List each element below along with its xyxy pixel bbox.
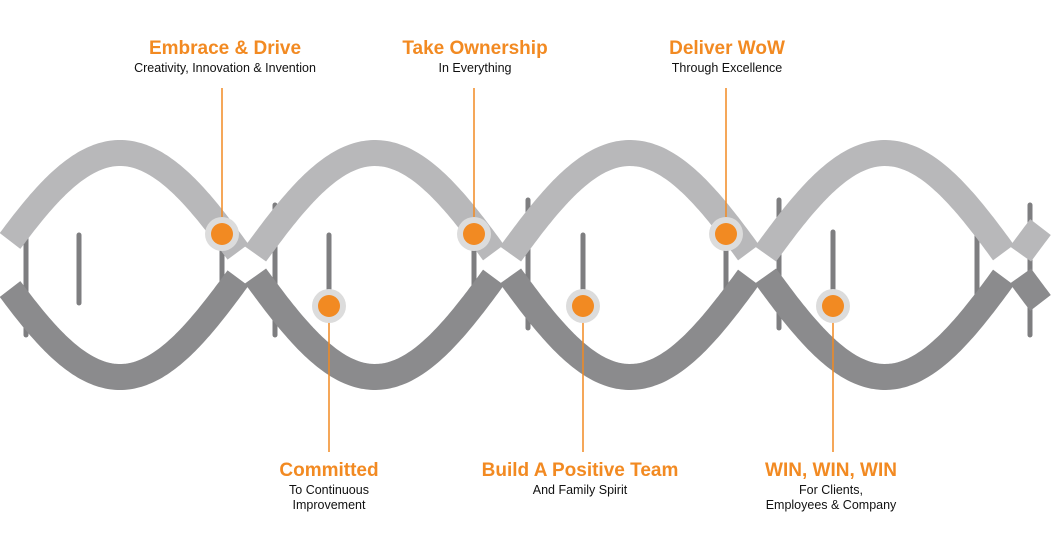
value-deliver-wow: Deliver WoW Through Excellence	[597, 38, 857, 76]
helix-strand-a	[0, 140, 249, 260]
value-title: Embrace & Drive	[148, 38, 302, 59]
helix-strand-b	[499, 268, 759, 390]
helix-strand-b	[244, 140, 504, 262]
helix-strand-a	[244, 268, 504, 390]
value-title: Committed	[279, 460, 379, 481]
value-subtitle: For Clients, Employees & Company	[765, 483, 897, 512]
helix-strand-a	[1009, 219, 1051, 262]
marker-dot	[715, 223, 737, 245]
value-title: WIN, WIN, WIN	[765, 460, 897, 481]
marker-dot	[822, 295, 844, 317]
value-subtitle: And Family Spirit	[532, 483, 628, 497]
value-subtitle: Creativity, Innovation & Invention	[134, 61, 316, 75]
value-title: Deliver WoW	[669, 38, 785, 59]
value-embrace-drive: Embrace & Drive Creativity, Innovation &…	[95, 38, 355, 76]
value-build-positive-team: Build A Positive Team And Family Spirit	[450, 460, 710, 498]
value-committed: Committed To Continuous Improvement	[199, 460, 459, 513]
marker-dot	[463, 223, 485, 245]
value-title: Build A Positive Team	[481, 460, 679, 481]
marker-dot	[318, 295, 340, 317]
helix-strand-b	[1009, 268, 1051, 311]
value-subtitle: In Everything	[438, 61, 512, 75]
value-win-win-win: WIN, WIN, WIN For Clients, Employees & C…	[701, 460, 961, 513]
helix-strand-b	[0, 270, 249, 390]
value-subtitle: To Continuous Improvement	[289, 483, 369, 512]
marker-dot	[211, 223, 233, 245]
helix-strand-a	[754, 268, 1014, 390]
value-title: Take Ownership	[402, 38, 548, 59]
helix-strand-a	[499, 140, 759, 262]
helix-strand-b	[754, 140, 1014, 262]
value-subtitle: Through Excellence	[671, 61, 783, 75]
marker-dot	[572, 295, 594, 317]
value-take-ownership: Take Ownership In Everything	[345, 38, 605, 76]
